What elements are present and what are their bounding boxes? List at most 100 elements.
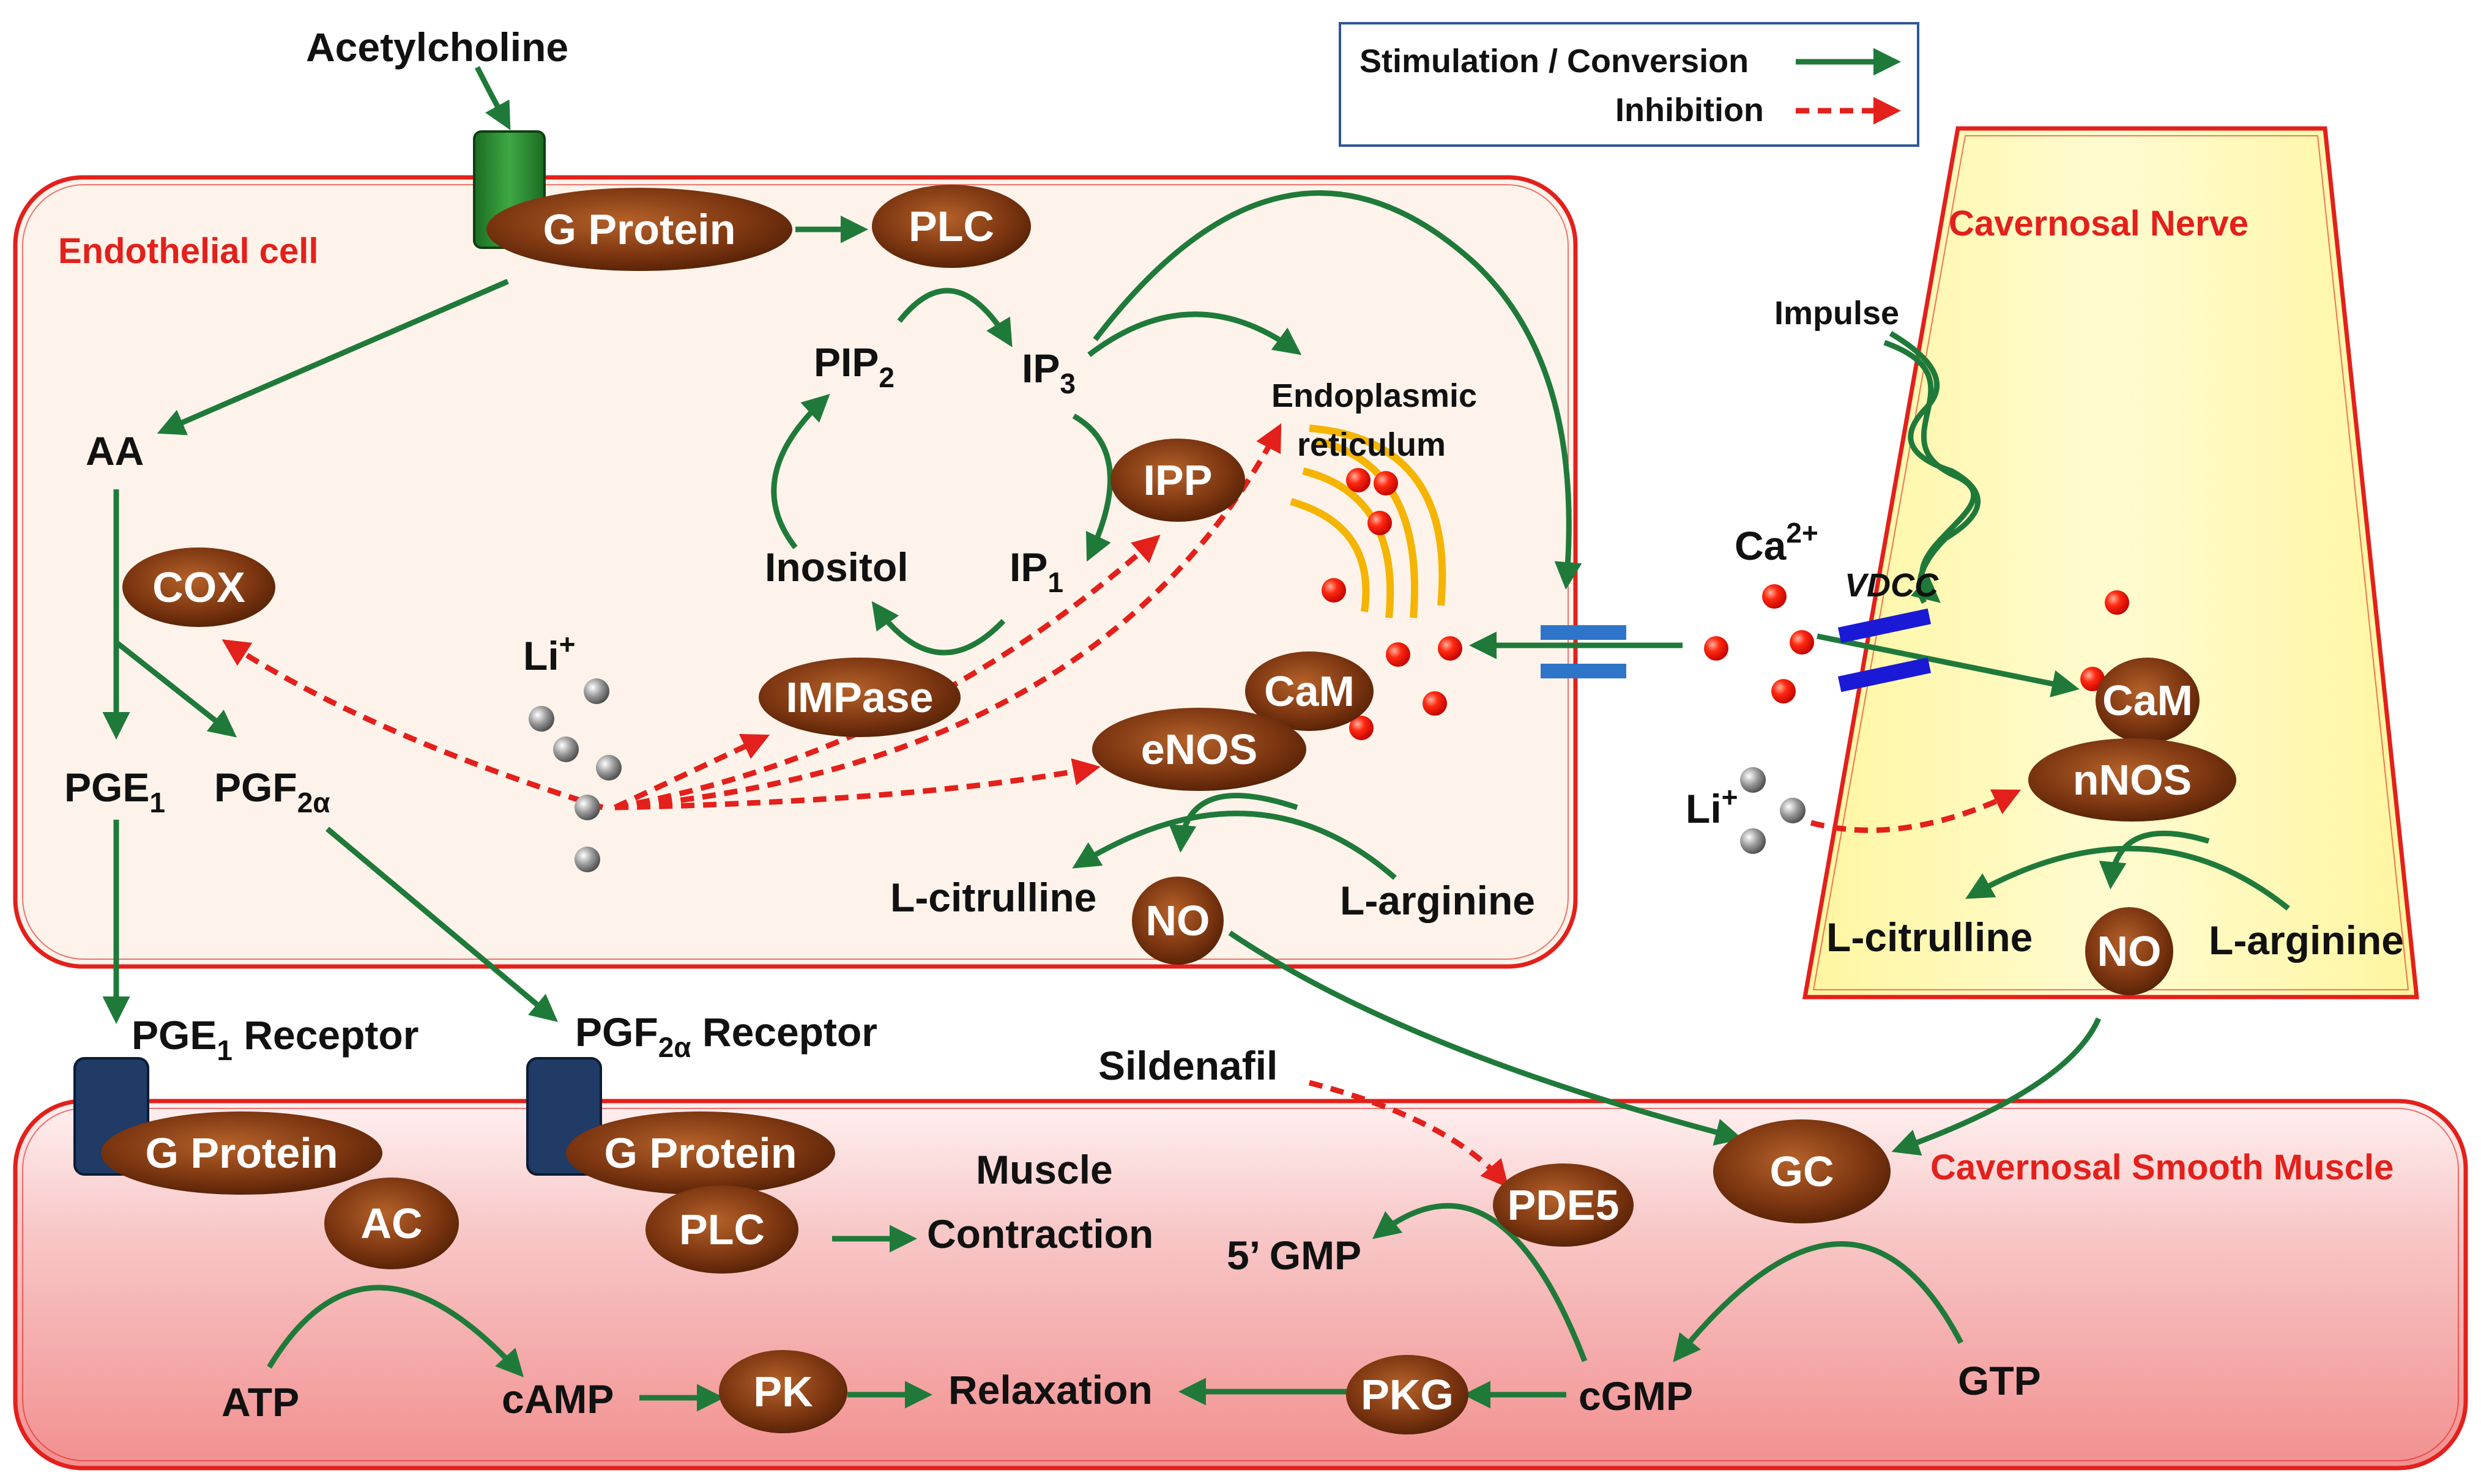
enzyme-cam-nerve: CaM [2096,658,2200,743]
inhibit-er [614,423,1282,811]
svg-text:IMPase: IMPase [786,673,933,721]
enzyme-cox: COX [122,547,275,627]
label-5-gmp: 5’ GMP [1227,1233,1361,1278]
enzyme-plc-top: PLC [872,185,1031,268]
label-impulse: Impulse [1774,295,1899,332]
legend-inhibition-label: Inhibition [1615,92,1764,128]
label-muscle: Muscle [976,1147,1113,1192]
label-acetylcholine: Acetylcholine [306,24,568,70]
label-pgf2a: PGF2α [214,765,330,818]
legend-stimulation-label: Stimulation / Conversion [1360,43,1749,80]
label-camp: cAMP [502,1376,614,1422]
svg-text:PDE5: PDE5 [1508,1181,1620,1229]
svg-text:AC: AC [360,1200,422,1247]
arrow-cgmp-to-5gmp [1372,1203,1588,1362]
label-cgmp: cGMP [1579,1373,1693,1419]
arrow-arginine-to-citrulline-endo [1072,811,1397,880]
arrow-pip-to-ip3 [897,288,1013,347]
svg-text:GC: GC [1770,1148,1834,1195]
enzyme-nnos: nNOS [2028,738,2236,822]
arrow-nerve-no-to-gc [1891,1017,2102,1156]
endothelial-calcium-channel [1541,625,1626,678]
enzyme-cam-endothelial: CaM [1245,651,1374,731]
endothelial-cell-title: Endothelial cell [58,231,318,271]
inhibit-ipp [614,534,1161,811]
enzyme-enos: eNOS [1092,708,1306,791]
svg-text:IPP: IPP [1144,456,1213,504]
enzyme-gc: GC [1713,1119,1891,1223]
svg-text:NO: NO [1146,897,1210,944]
inhibit-enos [614,758,1101,811]
lithium-ions-endothelial [529,678,622,872]
label-inositol: Inositol [765,544,909,590]
label-l-arginine-endothelial: L-arginine [1340,878,1535,923]
arrow-inositol-to-pip [771,393,830,549]
enzyme-ipp: IPP [1110,439,1245,522]
enzyme-pk: PK [719,1350,847,1433]
label-atp: ATP [221,1379,299,1425]
arrow-arginine-to-no-nerve [2099,831,2210,889]
svg-text:PLC: PLC [679,1206,765,1253]
arrow-ca-influx-nerve [1817,633,2080,697]
label-li-nerve: Li+ [1686,781,1738,831]
arrow-no-to-gc [1228,930,1743,1146]
vdcc-channel [1837,608,1932,692]
arrow-ip3-to-channel [1093,190,1582,590]
svg-text:G Protein: G Protein [604,1129,797,1177]
label-pge1: PGE1 [64,765,165,818]
arrow-ip3-to-ip1 [1072,414,1114,562]
svg-text:nNOS: nNOS [2073,756,2192,804]
label-l-arginine-nerve: L-arginine [2209,918,2404,963]
enzyme-g-protein-pge: G Protein [101,1111,382,1195]
enzyme-plc-bottom: PLC [645,1185,798,1274]
stimulation-arrows [102,65,2290,1412]
svg-text:G Protein: G Protein [145,1129,338,1177]
lithium-ions-nerve [1740,767,1806,854]
svg-text:CaM: CaM [2102,677,2193,724]
arrow-arginine-to-citrulline-nerve [1965,845,2290,911]
arrow-arginine-to-no-endo [1169,793,1298,853]
svg-text:eNOS: eNOS [1141,725,1258,773]
label-reticulum: reticulum [1297,426,1446,463]
arrow-impulse [1883,339,1977,603]
legend: Stimulation / Conversion Inhibition [1339,22,1919,147]
label-pgf2a-receptor: PGF2α Receptor [575,1009,877,1063]
label-pge1-receptor: PGE1 Receptor [132,1012,418,1066]
label-ip1: IP1 [1010,544,1063,598]
label-l-citrulline-nerve: L-citrulline [1826,915,2033,960]
arrow-pgf-to-receptor [325,826,558,1022]
svg-text:G Protein: G Protein [543,206,735,253]
label-ip3: IP3 [1022,346,1076,399]
calcium-ions [1322,468,2129,740]
svg-text:PKG: PKG [1361,1371,1454,1419]
arrow-ip1-to-inositol [871,601,1006,656]
arrow-ip3-to-er [1087,311,1302,357]
enzyme-impase: IMPase [759,658,961,737]
arrow-to-aa [157,278,509,436]
arrow-atp-to-camp [267,1285,524,1378]
svg-text:PK: PK [753,1368,813,1415]
arrow-aa-to-pgf [114,640,237,738]
label-vdcc: VDCC [1845,567,1939,604]
svg-text:CaM: CaM [1264,667,1355,715]
arrow-gtp-to-cgmp [1673,1241,1963,1363]
label-aa: AA [86,428,144,473]
label-sildenafil: Sildenafil [1098,1043,1278,1088]
label-li-endothelial: Li+ [523,628,576,678]
cavernosal-nerve-region [1802,126,2419,1000]
enzyme-g-protein-pgf: G Protein [566,1111,835,1195]
svg-text:PLC: PLC [909,202,994,250]
label-relaxation: Relaxation [948,1367,1153,1412]
label-endoplasmic: Endoplasmic [1271,377,1477,414]
label-l-citrulline-endothelial: L-citrulline [890,875,1096,920]
label-contraction: Contraction [927,1211,1153,1256]
inhibit-pde5 [1308,1080,1509,1188]
inhibit-cox [221,639,604,811]
label-gtp: GTP [1958,1358,2041,1403]
enzyme-pde5: PDE5 [1493,1163,1634,1247]
inhibit-nnos [1810,789,2022,833]
enzyme-pkg: PKG [1346,1355,1468,1434]
inhibit-impase [614,733,770,811]
label-ca2plus: Ca2+ [1735,517,1818,568]
